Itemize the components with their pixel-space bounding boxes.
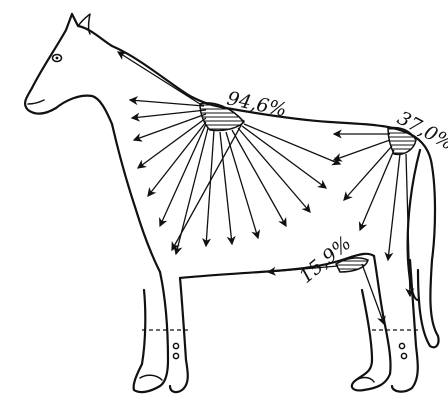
- hatched-regions: [200, 103, 416, 272]
- hind-leg-near: [352, 256, 391, 390]
- arrows-withers: [118, 52, 340, 254]
- horse-outline: [25, 14, 438, 392]
- front-leg-far: [170, 278, 188, 392]
- front-leg-near: [134, 272, 168, 392]
- horse-face: [25, 14, 112, 124]
- horse-chest: [112, 124, 160, 272]
- horse-mouth: [28, 100, 44, 104]
- hind-leg-far: [392, 260, 418, 392]
